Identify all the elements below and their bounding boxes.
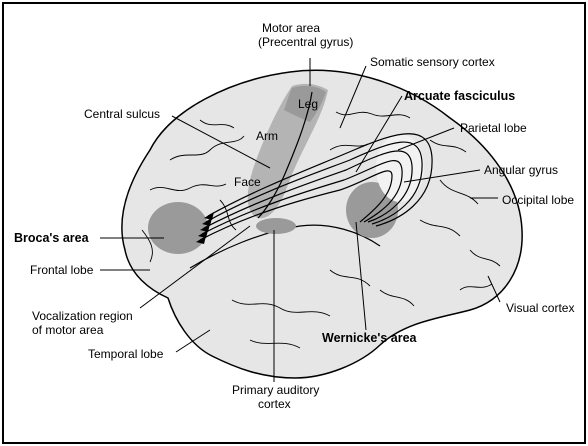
- label-somatic-sensory-cortex: Somatic sensory cortex: [370, 55, 495, 69]
- label-leg: Leg: [298, 97, 318, 111]
- label-precentral-gyrus: (Precentral gyrus): [258, 35, 353, 49]
- label-arm: Arm: [256, 129, 278, 143]
- label-of-motor-area: of motor area: [32, 323, 104, 337]
- label-occipital-lobe: Occipital lobe: [502, 193, 574, 207]
- label-frontal-lobe: Frontal lobe: [30, 263, 94, 277]
- angular-gyrus-area: [376, 134, 424, 202]
- label-vocalization-region: Vocalization region: [32, 309, 133, 323]
- label-auditory-cortex: cortex: [258, 397, 291, 411]
- primary-auditory-area: [256, 218, 296, 234]
- label-face: Face: [234, 175, 261, 189]
- label-arcuate-fasciculus: Arcuate fasciculus: [404, 89, 515, 103]
- label-angular-gyrus: Angular gyrus: [484, 163, 558, 177]
- label-parietal-lobe: Parietal lobe: [460, 121, 527, 135]
- label-wernickes-area: Wernicke's area: [322, 331, 418, 345]
- label-temporal-lobe: Temporal lobe: [88, 347, 164, 361]
- label-primary-auditory: Primary auditory: [232, 383, 319, 397]
- label-motor-area: Motor area: [262, 21, 320, 35]
- label-brocas-area: Broca's area: [14, 231, 90, 245]
- label-visual-cortex: Visual cortex: [506, 301, 574, 315]
- label-central-sulcus: Central sulcus: [84, 107, 160, 121]
- broca-area: [148, 202, 208, 254]
